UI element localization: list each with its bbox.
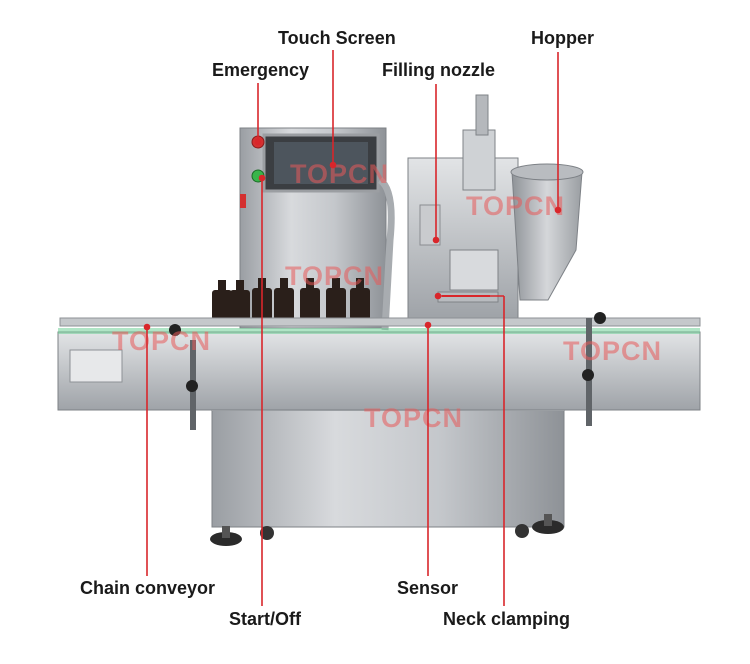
sensor-dot bbox=[424, 321, 432, 329]
emergency-dot bbox=[254, 138, 262, 146]
touch-screen-label: Touch Screen bbox=[278, 28, 396, 48]
chain-conveyor-label: Chain conveyor bbox=[80, 578, 216, 598]
filling-nozzle-label: Filling nozzle bbox=[382, 60, 495, 80]
hopper-dot bbox=[554, 206, 562, 214]
callout-lines bbox=[143, 50, 562, 606]
watermark-text: TOPCN bbox=[285, 261, 384, 291]
chain-conveyor-dot bbox=[143, 323, 151, 331]
caster-wheels bbox=[210, 514, 564, 546]
start-off-label: Start/Off bbox=[229, 609, 301, 629]
conveyor bbox=[57, 312, 701, 430]
filling-nozzle-dot bbox=[432, 236, 440, 244]
neck-clamping-label: Neck clamping bbox=[443, 609, 571, 629]
touch-screen-dot bbox=[329, 161, 337, 169]
filling-frame bbox=[377, 94, 519, 331]
hopper-label: Hopper bbox=[531, 28, 594, 48]
start-off-dot bbox=[258, 174, 266, 182]
watermark-text: TOPCN bbox=[112, 326, 211, 356]
watermark-text: TOPCN bbox=[563, 336, 662, 366]
hopper-tank bbox=[510, 163, 584, 301]
watermark-text: TOPCN bbox=[290, 159, 389, 189]
neck-clamping-dot bbox=[434, 292, 442, 300]
watermark-text: TOPCN bbox=[466, 191, 565, 221]
sensor-label: Sensor bbox=[397, 578, 459, 598]
emergency-label: Emergency bbox=[212, 60, 310, 80]
watermark-text: TOPCN bbox=[364, 403, 463, 433]
